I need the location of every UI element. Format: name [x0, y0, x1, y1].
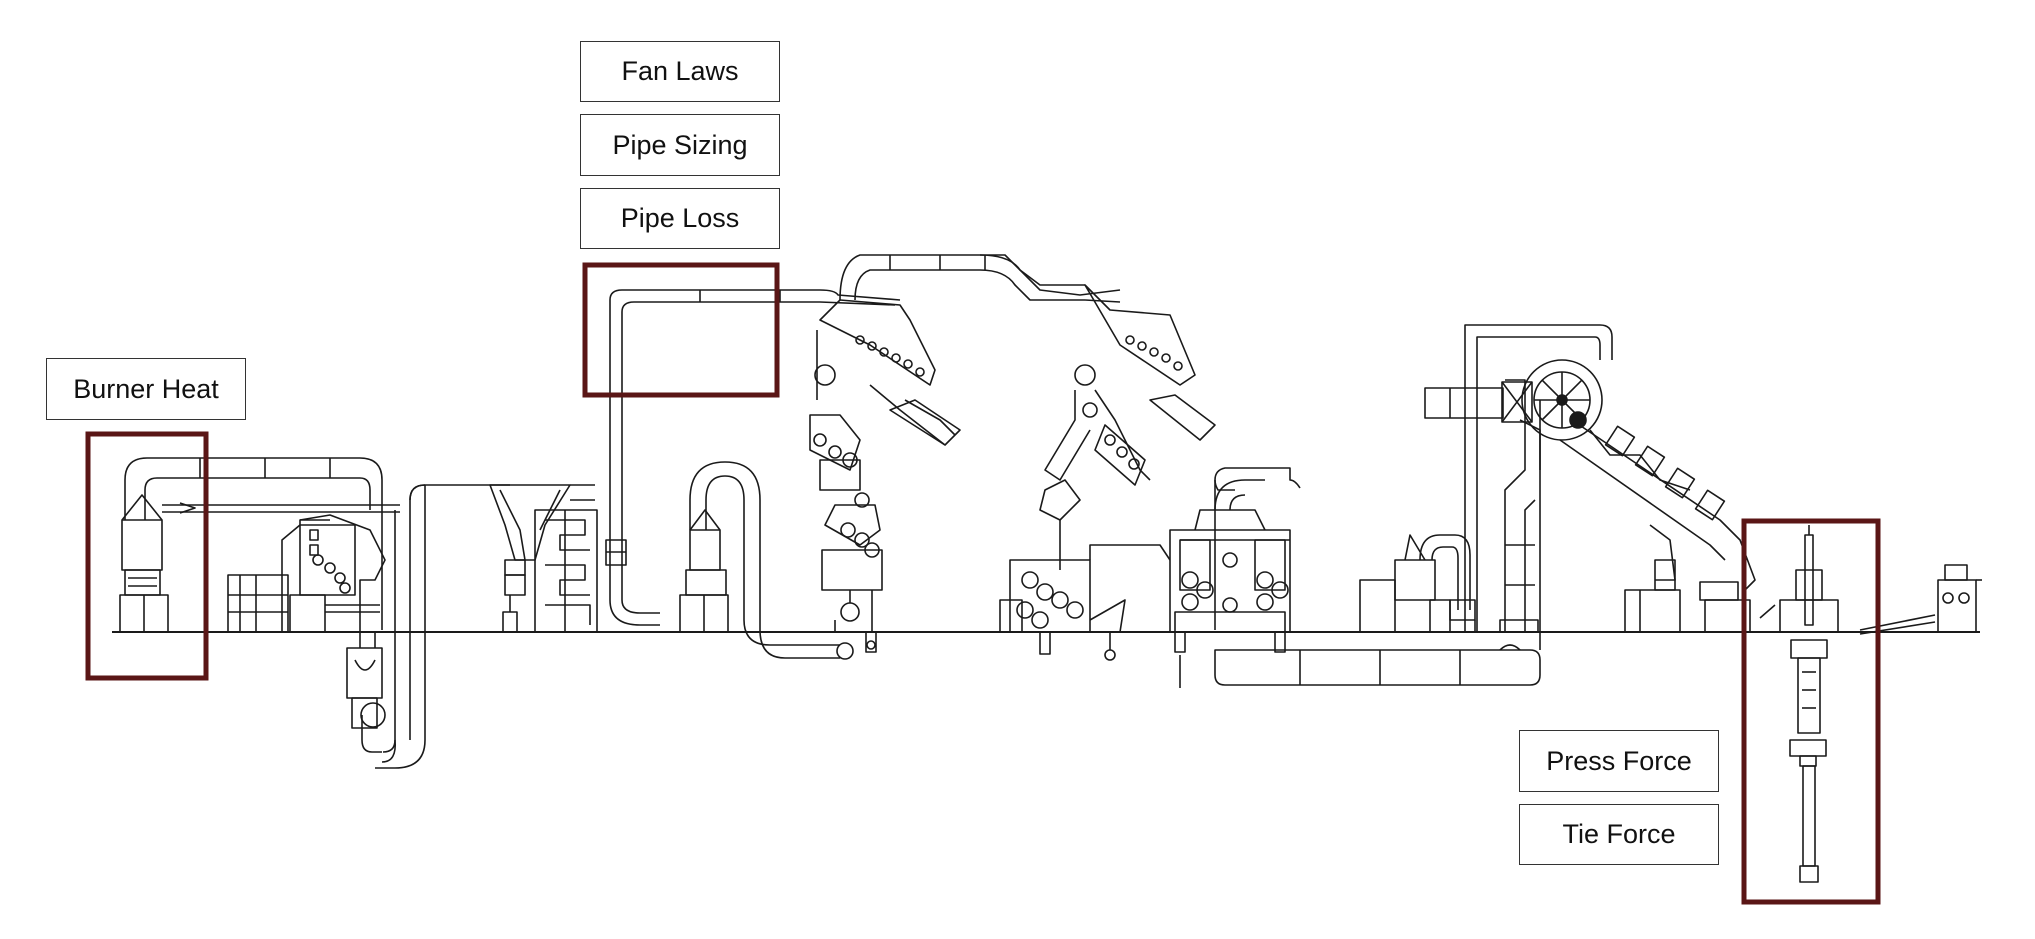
press-force-button[interactable]: Press Force: [1519, 730, 1719, 792]
highlight-press: [1741, 518, 1881, 905]
highlight-burner: [85, 431, 209, 681]
inclined-conveyor: [1559, 419, 1756, 633]
rising-duct: [605, 289, 660, 626]
highlight-pipe: [582, 262, 780, 398]
cyclone-hopper: [489, 484, 595, 633]
lower-return-duct: [1214, 400, 1541, 686]
upper-duct-1: [622, 289, 901, 306]
upper-duct-2: [980, 254, 1121, 303]
pipe-sizing-button[interactable]: Pipe Sizing: [580, 114, 780, 176]
burner-unit: [119, 457, 400, 633]
main-duct-1: [375, 484, 510, 769]
fan-assembly: [1424, 359, 1603, 470]
tie-force-button[interactable]: Tie Force: [1519, 804, 1719, 865]
fan-laws-button[interactable]: Fan Laws: [580, 41, 780, 102]
gin-stand: [1169, 467, 1301, 688]
bale-conveyor: [1859, 564, 1982, 635]
tower-2: [999, 284, 1216, 661]
burner-heat-button[interactable]: Burner Heat: [46, 358, 246, 420]
tower-1: [809, 254, 1085, 653]
lower-drop-unit: [346, 632, 386, 753]
burner-heat-label: Burner Heat: [73, 373, 219, 404]
press-force-label: Press Force: [1546, 745, 1692, 776]
feeder-stack: [534, 509, 598, 633]
pipe-sizing-label: Pipe Sizing: [612, 129, 748, 160]
highlight-frames: [85, 262, 1881, 905]
cleaner-machine: [227, 514, 386, 633]
fan-laws-label: Fan Laws: [621, 56, 739, 86]
tie-force-label: Tie Force: [1562, 819, 1676, 849]
pipe-loss-button[interactable]: Pipe Loss: [580, 188, 780, 249]
pipe-loss-label: Pipe Loss: [620, 203, 740, 233]
bale-press: [1759, 525, 1839, 883]
small-cyclone: [679, 461, 854, 660]
lint-cleaner: [1359, 534, 1476, 633]
air-duct-frame: [1464, 324, 1613, 633]
